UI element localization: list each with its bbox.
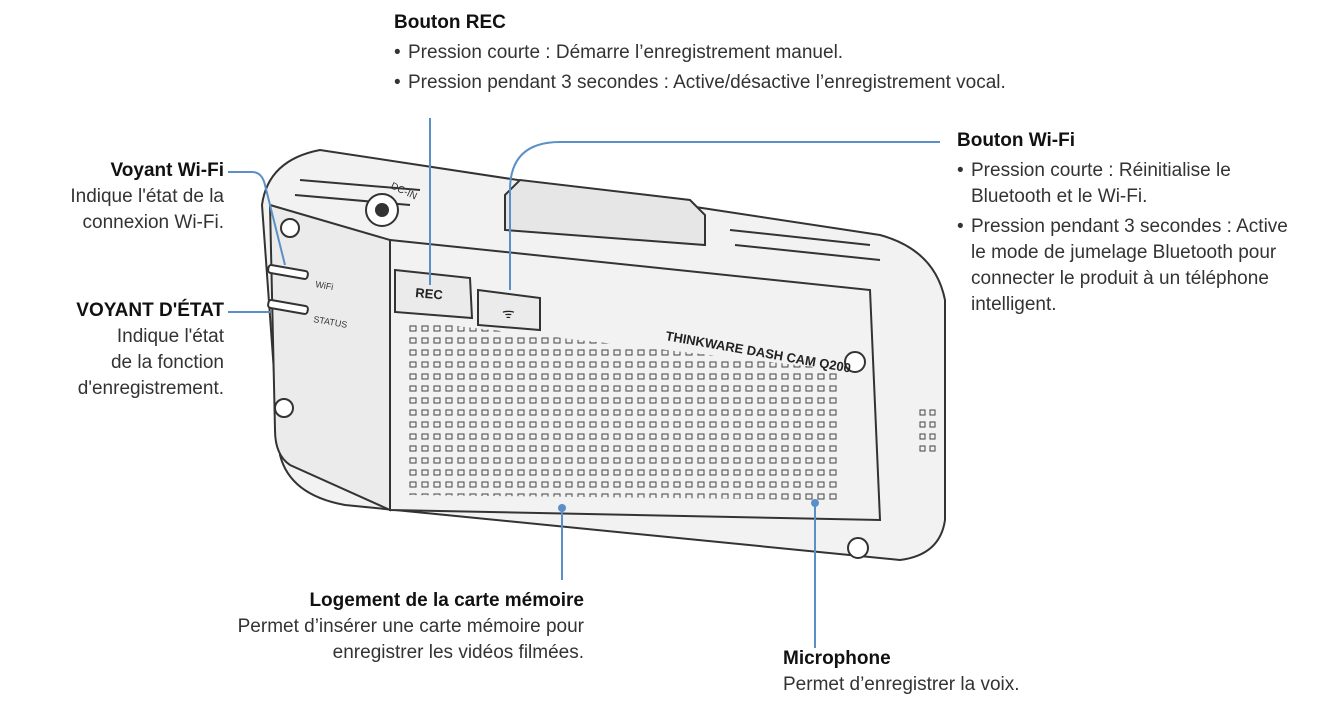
rec-button-list: Pression courte : Démarre l’enregistreme… bbox=[394, 40, 1006, 96]
mount bbox=[504, 178, 706, 247]
microphone-callout: Microphone Permet d’enregistrer la voix. bbox=[783, 646, 1183, 698]
side-vents bbox=[919, 409, 936, 452]
wifi-led-callout: Voyant Wi-Fi Indique l'état de la connex… bbox=[0, 158, 224, 236]
left-panel bbox=[268, 203, 391, 512]
top-vents bbox=[294, 179, 881, 261]
wifi-button-icon: ᯤ bbox=[502, 306, 515, 322]
microphone-dot bbox=[811, 499, 819, 507]
memory-slot-dot bbox=[558, 504, 566, 512]
memory-slot-desc-line: enregistrer les vidéos filmées. bbox=[332, 642, 584, 663]
status-led-callout: VOYANT D'ÉTAT Indique l'état de la fonct… bbox=[0, 298, 224, 402]
rec-button-item: Pression courte : Démarre l’enregistreme… bbox=[394, 40, 1006, 66]
wifi-led bbox=[267, 264, 309, 280]
rec-button-item: Pression pendant 3 secondes : Active/dés… bbox=[394, 70, 1006, 96]
wifi-button-item: Pression courte : Réinitialise le Blueto… bbox=[957, 158, 1307, 210]
status-led-desc-line: Indique l'état bbox=[116, 326, 224, 347]
microphone-title: Microphone bbox=[783, 648, 891, 669]
rec-button-label: REC bbox=[415, 285, 444, 302]
status-led bbox=[267, 299, 309, 315]
rec-button-callout: Bouton REC Pression courte : Démarre l’e… bbox=[394, 10, 1006, 100]
leader-lines bbox=[228, 118, 940, 648]
wifi-button-title: Bouton Wi-Fi bbox=[957, 130, 1076, 151]
wifi-led-desc-line: connexion Wi-Fi. bbox=[82, 212, 225, 233]
wifi-button-item: Pression pendant 3 secondes : Active le … bbox=[957, 214, 1307, 318]
wifi-button-list: Pression courte : Réinitialise le Blueto… bbox=[957, 158, 1307, 318]
microphone-desc-line: Permet d’enregistrer la voix. bbox=[783, 674, 1020, 695]
status-led-title: VOYANT D'ÉTAT bbox=[76, 300, 224, 321]
memory-slot-title: Logement de la carte mémoire bbox=[309, 590, 584, 611]
speaker-grid bbox=[405, 320, 840, 500]
wifi-led-desc-line: Indique l'état de la bbox=[70, 186, 224, 207]
wifi-button[interactable] bbox=[477, 288, 541, 332]
rec-button[interactable] bbox=[394, 268, 474, 320]
memory-slot-desc-line: Permet d’insérer une carte mémoire pour bbox=[237, 616, 584, 637]
wifi-led-title: Voyant Wi-Fi bbox=[110, 160, 224, 181]
status-led-desc-line: d'enregistrement. bbox=[77, 378, 224, 399]
wifi-button-callout: Bouton Wi-Fi Pression courte : Réinitial… bbox=[957, 128, 1307, 322]
status-led-desc-line: de la fonction bbox=[110, 352, 224, 373]
wifi-led-label: WiFi bbox=[315, 279, 334, 292]
memory-slot-callout: Logement de la carte mémoire Permet d’in… bbox=[80, 588, 584, 666]
rec-button-title: Bouton REC bbox=[394, 12, 506, 33]
screws bbox=[274, 218, 869, 559]
